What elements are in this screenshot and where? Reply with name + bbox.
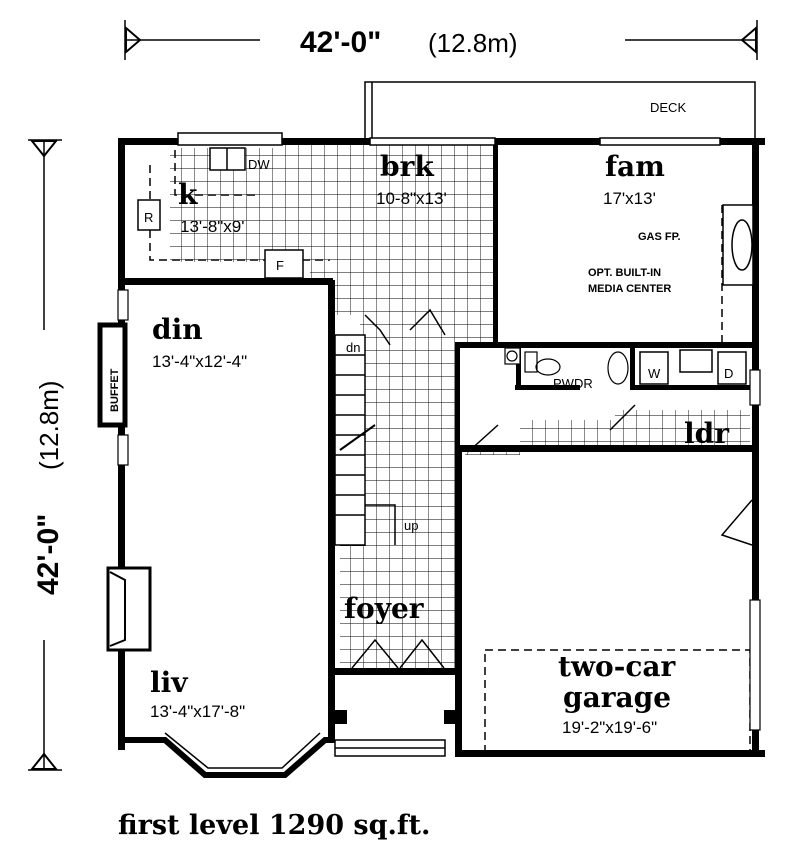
- stair-down-label: dn: [346, 340, 360, 355]
- family-dim: 17'x13': [603, 189, 656, 208]
- garage-name-line1: two-car: [558, 650, 677, 683]
- media-center-label-1: OPT. BUILT-IN: [588, 267, 661, 279]
- garage-name-line2: garage: [563, 681, 671, 714]
- breakfast-name: brk: [380, 150, 434, 183]
- stair-up-label: up: [404, 518, 418, 533]
- breakfast-dim: 10-8"x13': [376, 189, 447, 208]
- refrigerator-label: R: [144, 210, 153, 225]
- kitchen-dim: 13'-8"x9': [180, 217, 245, 236]
- floor-caption: first level 1290 sq.ft.: [118, 810, 430, 841]
- top-dimension-line: 42'-0" (12.8m): [124, 20, 758, 60]
- media-center-label-2: MEDIA CENTER: [588, 283, 671, 295]
- foyer-name: foyer: [344, 592, 425, 625]
- garage-dim: 19'-2"x19'-6": [562, 718, 657, 737]
- laundry-name: ldr: [684, 417, 730, 450]
- dining-dim: 13'-4"x12'-4": [152, 352, 247, 371]
- gas-fireplace-label: GAS FP.: [638, 231, 681, 243]
- overall-width-metric: (12.8m): [428, 28, 518, 58]
- deck: DECK: [364, 81, 756, 143]
- dryer-label: D: [724, 366, 733, 381]
- buffet-label: BUFFET: [109, 368, 121, 412]
- deck-label: DECK: [650, 100, 686, 115]
- living-dim: 13'-4"x17'-8": [150, 702, 245, 721]
- pantry-label: F: [276, 258, 284, 273]
- left-dimension-line: 42'-0" (12.8m): [28, 139, 65, 771]
- washer-label: W: [648, 366, 661, 381]
- overall-width-feet: 42'-0": [300, 26, 381, 59]
- powder-room-label: PWDR: [553, 376, 593, 391]
- walls: BUFFET: [97, 132, 765, 778]
- family-name: fam: [605, 150, 665, 183]
- living-name: liv: [150, 666, 188, 699]
- kitchen-name: k: [178, 178, 198, 211]
- overall-depth-metric: (12.8m): [34, 380, 64, 470]
- dishwasher-label: DW: [248, 157, 270, 172]
- overall-depth-feet: 42'-0": [32, 514, 65, 595]
- dining-name: din: [152, 313, 203, 346]
